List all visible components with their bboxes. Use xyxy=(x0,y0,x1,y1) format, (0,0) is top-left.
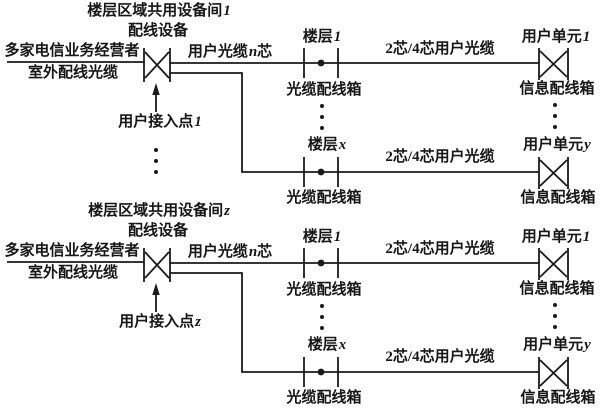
riser-cable-text: 用户光缆 xyxy=(187,44,248,60)
riser-core-count-var: n xyxy=(248,44,258,60)
user-unit-index: y xyxy=(584,137,591,153)
user-cable-label: 2芯/4芯用户光缆 xyxy=(385,241,495,257)
distribution-device-label: 配线设备 xyxy=(127,23,189,39)
floor-label: 楼层1 xyxy=(303,30,342,45)
equipment-room-title-text: 楼层区域共用设备间 xyxy=(88,203,224,219)
floor-text: 楼层 xyxy=(307,337,338,353)
access-point-text: 用户接入点 xyxy=(118,114,194,130)
user-unit-text: 用户单元 xyxy=(521,29,582,45)
equipment-room-index: z xyxy=(224,203,230,219)
outdoor-cable-label: 室外配线光缆 xyxy=(27,65,119,81)
outdoor-cable-label: 室外配线光缆 xyxy=(27,265,119,281)
access-point-text: 用户接入点 xyxy=(119,314,195,330)
operator-label: 多家电信业务经营者 xyxy=(4,43,140,59)
riser-core-count-var: n xyxy=(248,244,258,260)
user-unit-box-symbol xyxy=(538,157,569,189)
distribution-device-label: 配线设备 xyxy=(127,223,189,239)
user-unit-text: 用户单元 xyxy=(523,337,584,353)
floor-index: 1 xyxy=(333,229,342,245)
user-unit-text: 用户单元 xyxy=(523,137,584,153)
user-cable-label: 2芯/4芯用户光缆 xyxy=(385,149,495,165)
user-unit-index: 1 xyxy=(582,229,591,245)
user-unit-index: 1 xyxy=(582,29,591,45)
user-unit-box-label: 信息配线箱 xyxy=(519,281,595,297)
access-point-label: 用户接入点z xyxy=(119,315,201,330)
floor-text: 楼层 xyxy=(302,229,333,245)
access-point-label: 用户接入点1 xyxy=(118,115,202,130)
equipment-room-title: 楼层区域共用设备间z xyxy=(88,204,230,219)
floor-cable-box-label: 光缆配线箱 xyxy=(286,190,362,206)
floor-text: 楼层 xyxy=(302,29,333,45)
access-point-index: z xyxy=(195,314,201,330)
user-unit-box-label: 信息配线箱 xyxy=(519,81,595,97)
riser-cable-suffix: 芯 xyxy=(257,44,273,60)
user-cable-label: 2芯/4芯用户光缆 xyxy=(385,41,495,57)
access-point-index: 1 xyxy=(194,114,202,130)
floor-text: 楼层 xyxy=(307,137,338,153)
user-unit-label: 用户单元y xyxy=(523,338,591,353)
floor-cable-box-symbol xyxy=(303,48,339,78)
user-cable-label: 2芯/4芯用户光缆 xyxy=(385,349,495,365)
riser-cable-text: 用户光缆 xyxy=(187,244,248,260)
user-unit-index: y xyxy=(584,337,591,353)
access-point-arrow-icon xyxy=(152,83,160,112)
user-unit-text: 用户单元 xyxy=(521,229,582,245)
floor-index: x xyxy=(338,137,347,153)
floor-cable-box-label: 光缆配线箱 xyxy=(286,282,362,298)
user-unit-label: 用户单元1 xyxy=(522,230,591,245)
distribution-device-symbol xyxy=(143,48,171,82)
user-unit-box-symbol xyxy=(538,48,569,80)
floor-label: 楼层x xyxy=(308,138,347,153)
riser-cable-line-row2 xyxy=(170,72,539,173)
equipment-room-title: 楼层区域共用设备间1 xyxy=(87,4,231,19)
floor-index: x xyxy=(338,337,347,353)
riser-cable-label: 用户光缆n芯 xyxy=(188,245,272,260)
floor-cable-box-symbol xyxy=(303,157,339,187)
equipment-room-title-text: 楼层区域共用设备间 xyxy=(87,3,223,19)
floor-label: 楼层1 xyxy=(303,230,342,245)
riser-cable-label: 用户光缆n芯 xyxy=(188,45,272,60)
equipment-room-index: 1 xyxy=(223,3,231,19)
user-unit-label: 用户单元y xyxy=(523,138,591,153)
floor-cable-box-label: 光缆配线箱 xyxy=(286,82,362,98)
floor-cable-box-label: 光缆配线箱 xyxy=(286,390,362,406)
ellipsis-dots xyxy=(320,103,557,130)
user-unit-box-label: 信息配线箱 xyxy=(520,390,596,406)
riser-cable-suffix: 芯 xyxy=(257,244,273,260)
ellipsis-dots xyxy=(154,148,158,174)
user-unit-box-label: 信息配线箱 xyxy=(520,190,596,206)
floor-label: 楼层x xyxy=(308,338,347,353)
floor-index: 1 xyxy=(333,29,342,45)
user-unit-label: 用户单元1 xyxy=(522,30,591,45)
operator-label: 多家电信业务经营者 xyxy=(4,243,140,259)
